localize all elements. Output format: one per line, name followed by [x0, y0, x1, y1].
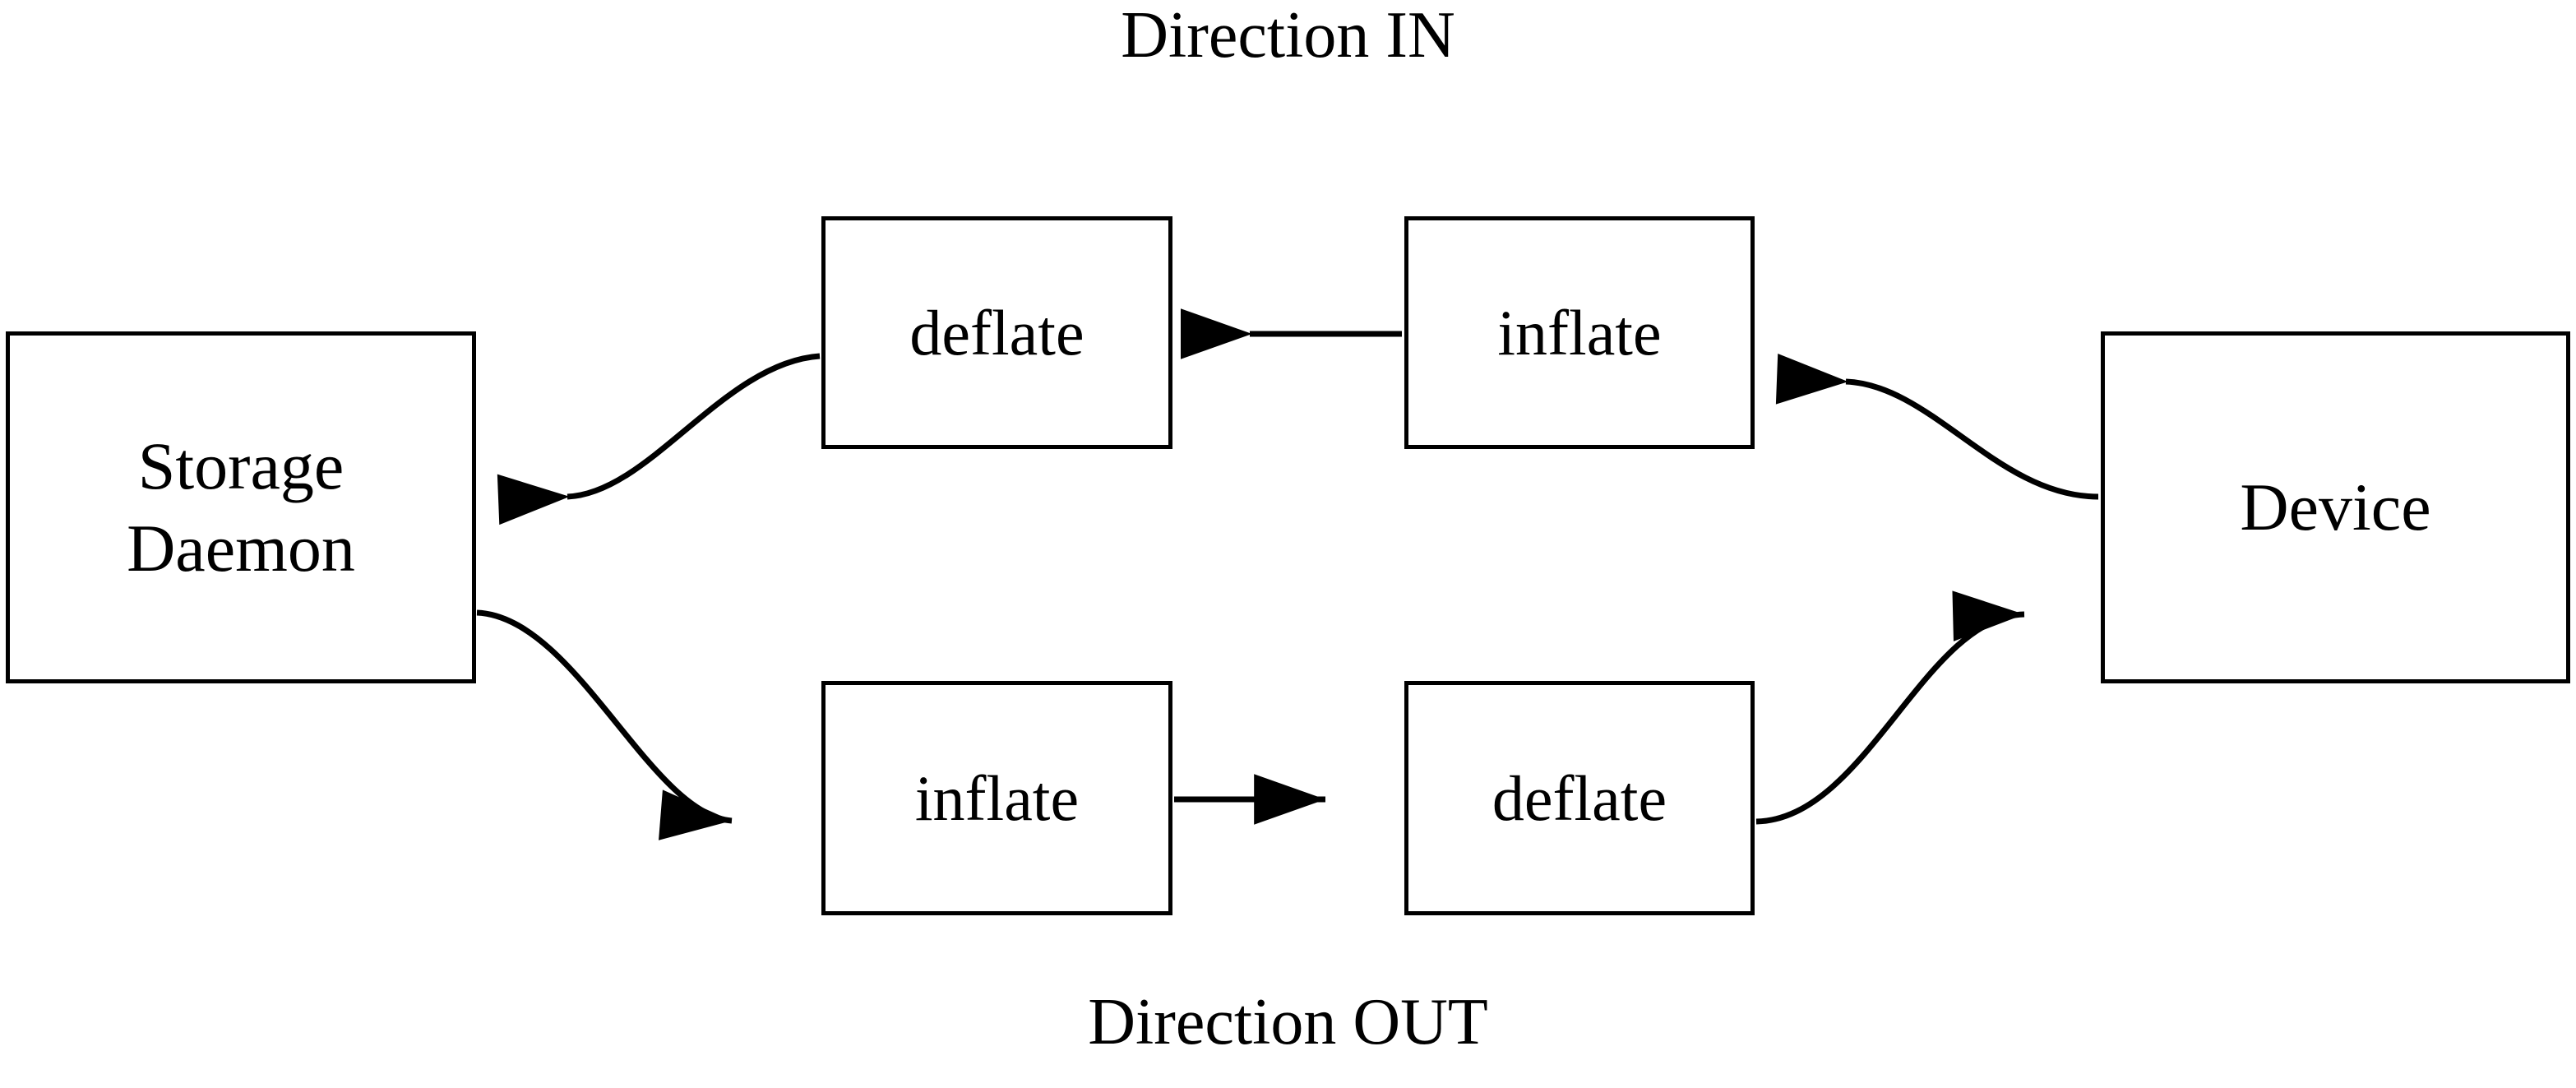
edge-storage-daemon-to-out-inflate: [476, 609, 733, 840]
node-out-inflate[interactable]: inflate: [821, 681, 1172, 915]
node-storage-daemon[interactable]: Storage Daemon: [6, 331, 476, 683]
node-out-deflate[interactable]: deflate: [1404, 681, 1755, 915]
direction-in-label: Direction IN: [1121, 0, 1455, 72]
node-device[interactable]: Device: [2101, 331, 2570, 683]
edge-out-deflate-to-device: [1755, 590, 2025, 825]
node-out-inflate-label: inflate: [914, 762, 1080, 834]
node-storage-daemon-line1: Storage: [137, 428, 345, 503]
node-in-deflate-label: deflate: [909, 296, 1085, 368]
direction-out-label: Direction OUT: [1088, 986, 1488, 1058]
node-out-deflate-label: deflate: [1491, 762, 1667, 834]
node-storage-daemon-line2: Daemon: [127, 511, 355, 586]
node-in-inflate[interactable]: inflate: [1404, 216, 1755, 449]
node-in-deflate[interactable]: deflate: [821, 216, 1172, 449]
edge-in-deflate-to-storage-daemon: [497, 353, 821, 525]
edge-device-to-in-inflate: [1775, 353, 2099, 500]
node-in-inflate-label: inflate: [1497, 296, 1662, 368]
node-device-label: Device: [2240, 469, 2431, 544]
